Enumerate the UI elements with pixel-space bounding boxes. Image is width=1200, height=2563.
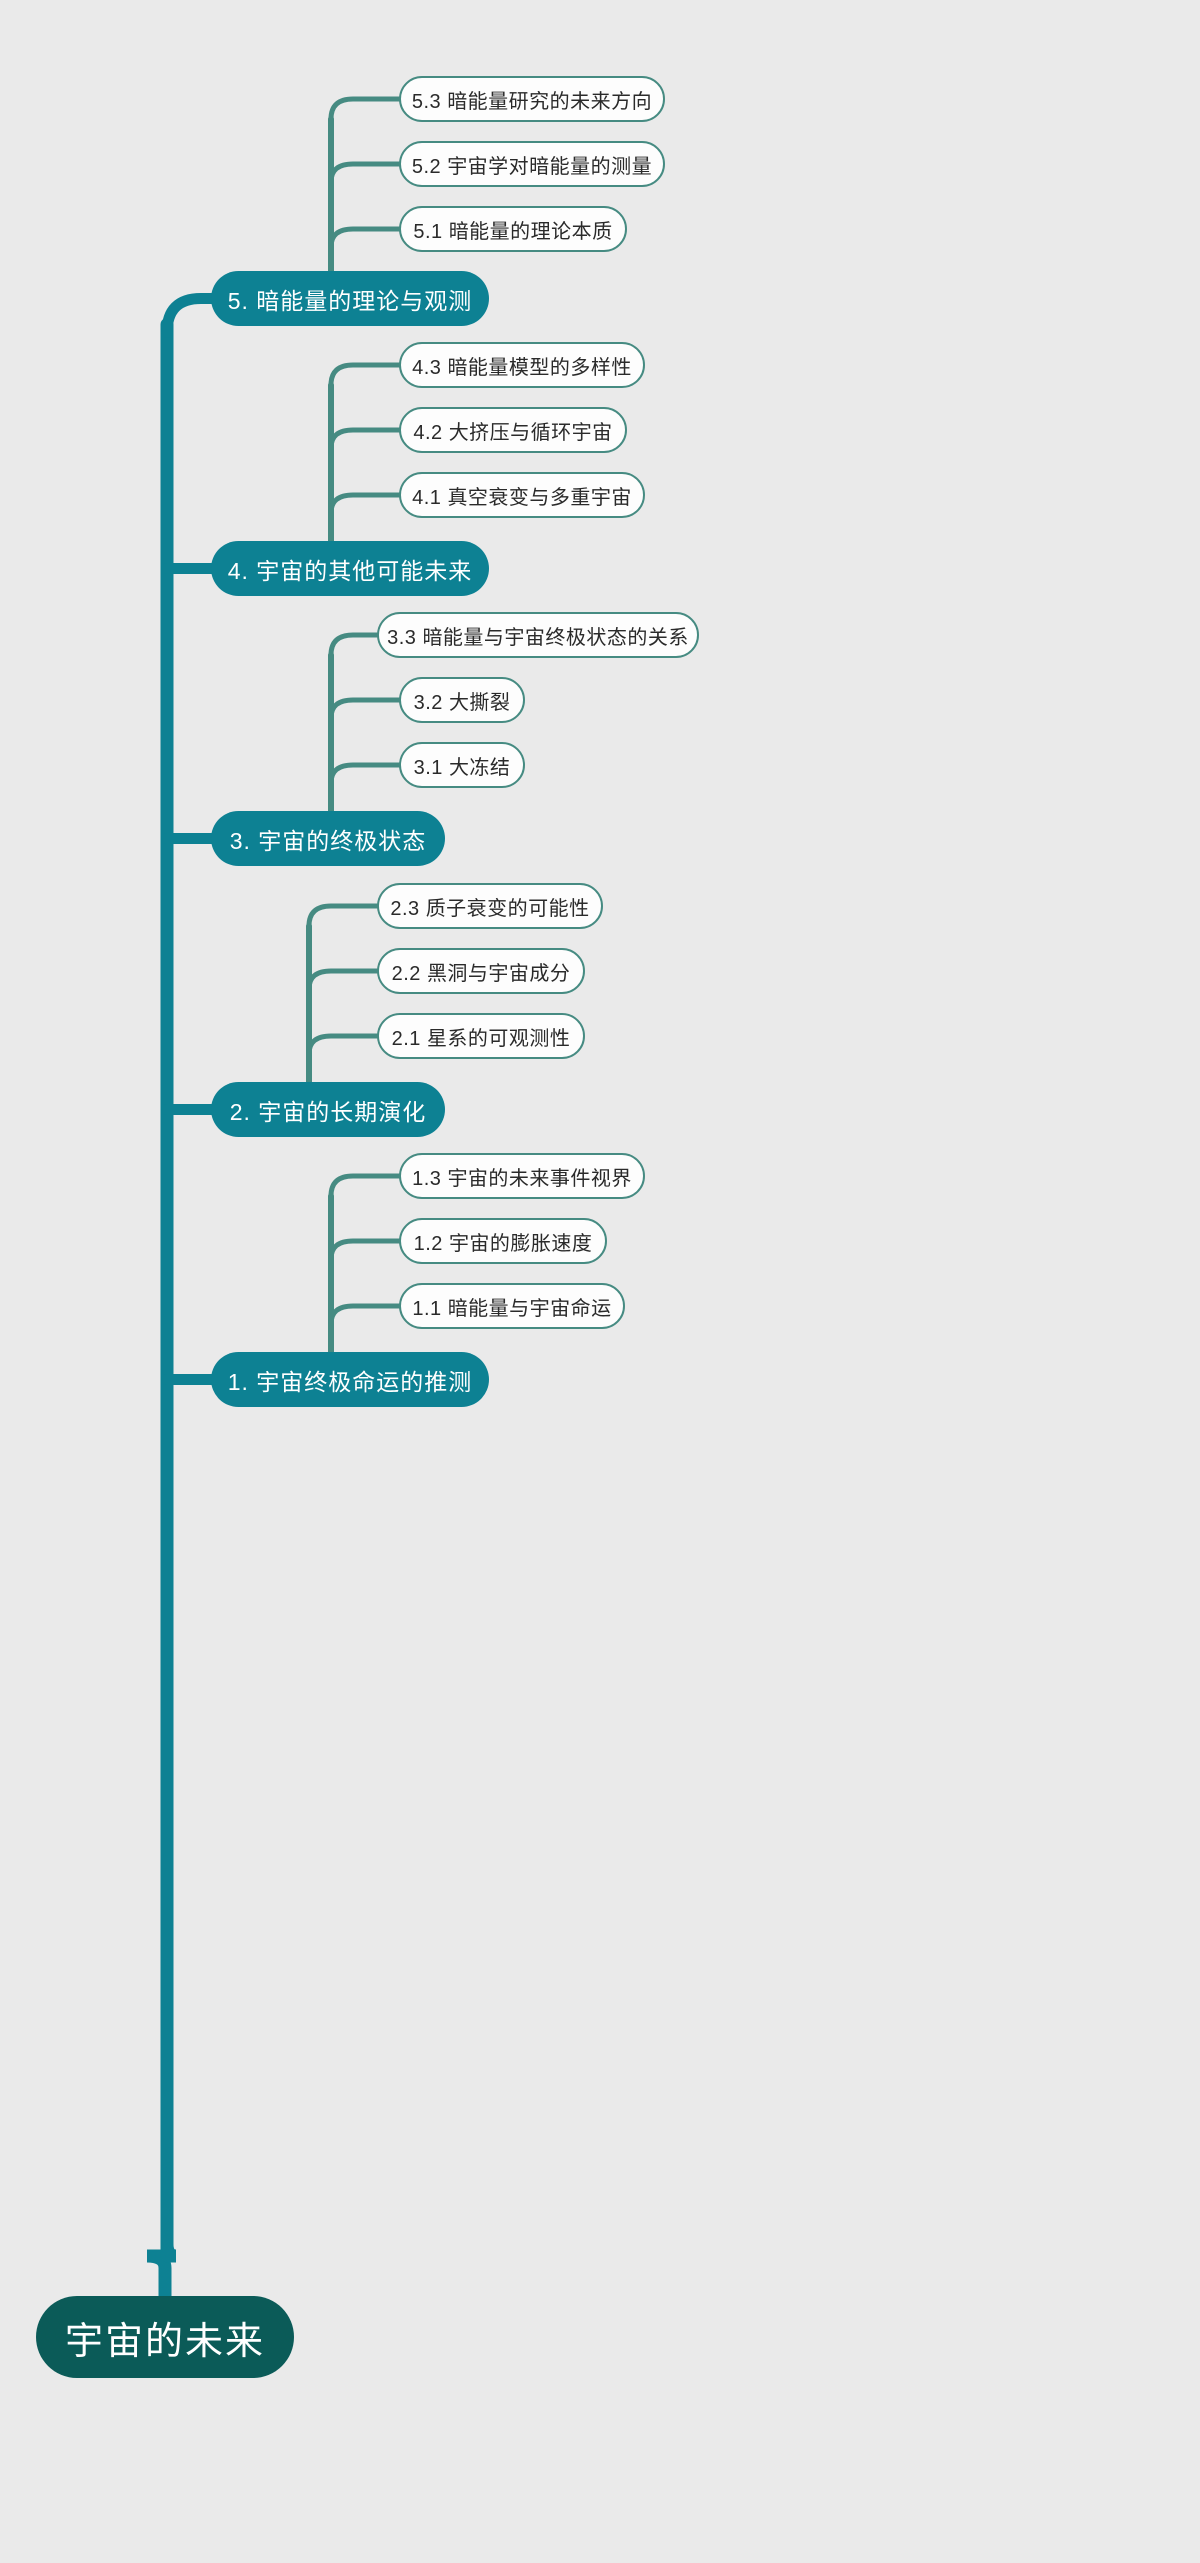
leaf-node-2-1-label: 4.1 真空衰变与多重宇宙 — [412, 486, 632, 509]
leaf-node-1-3[interactable]: 5.3 暗能量研究的未来方向 — [399, 76, 665, 122]
leaf-node-5-1-label: 1.1 暗能量与宇宙命运 — [412, 1297, 612, 1320]
leaf-node-1-2[interactable]: 5.2 宇宙学对暗能量的测量 — [399, 141, 665, 187]
leaf-node-1-2-label: 5.2 宇宙学对暗能量的测量 — [411, 155, 653, 178]
leaf-node-3-2[interactable]: 3.2 大撕裂 — [399, 677, 525, 723]
leaf-node-1-3-label: 5.3 暗能量研究的未来方向 — [411, 90, 653, 113]
branch-node-2[interactable]: 4. 宇宙的其他可能未来 — [211, 541, 489, 596]
leaf-node-5-1[interactable]: 1.1 暗能量与宇宙命运 — [399, 1283, 625, 1329]
branch-node-4-label: 2. 宇宙的长期演化 — [229, 1098, 427, 1125]
leaf-node-3-1[interactable]: 3.1 大冻结 — [399, 742, 525, 788]
branch-node-5-label: 1. 宇宙终极命运的推测 — [227, 1368, 473, 1395]
leaf-node-3-1-label: 3.1 大冻结 — [413, 756, 511, 779]
leaf-node-4-2-label: 2.2 黑洞与宇宙成分 — [391, 962, 571, 985]
branch-node-4[interactable]: 2. 宇宙的长期演化 — [211, 1082, 445, 1137]
leaf-node-1-1[interactable]: 5.1 暗能量的理论本质 — [399, 206, 627, 252]
leaf-node-4-1[interactable]: 2.1 星系的可观测性 — [377, 1013, 585, 1059]
root-node[interactable]: 宇宙的未来 — [36, 2296, 294, 2378]
branch-node-1[interactable]: 5. 暗能量的理论与观测 — [211, 271, 489, 326]
leaf-node-2-1[interactable]: 4.1 真空衰变与多重宇宙 — [399, 472, 645, 518]
leaf-node-2-2-label: 4.2 大挤压与循环宇宙 — [413, 421, 613, 444]
leaf-node-2-3[interactable]: 4.3 暗能量模型的多样性 — [399, 342, 645, 388]
leaf-node-4-3[interactable]: 2.3 质子衰变的可能性 — [377, 883, 603, 929]
leaf-node-3-3-label: 3.3 暗能量与宇宙终极状态的关系 — [387, 626, 689, 649]
leaf-node-4-1-label: 2.1 星系的可观测性 — [391, 1027, 571, 1050]
branch-node-2-label: 4. 宇宙的其他可能未来 — [227, 557, 473, 584]
leaf-node-4-2[interactable]: 2.2 黑洞与宇宙成分 — [377, 948, 585, 994]
leaf-node-1-1-label: 5.1 暗能量的理论本质 — [413, 220, 613, 243]
leaf-node-3-3[interactable]: 3.3 暗能量与宇宙终极状态的关系 — [377, 612, 699, 658]
leaf-node-2-2[interactable]: 4.2 大挤压与循环宇宙 — [399, 407, 627, 453]
leaf-node-3-2-label: 3.2 大撕裂 — [413, 691, 511, 714]
leaf-node-5-2-label: 1.2 宇宙的膨胀速度 — [413, 1232, 593, 1255]
branch-node-1-label: 5. 暗能量的理论与观测 — [227, 287, 473, 314]
branch-node-3-label: 3. 宇宙的终极状态 — [229, 827, 427, 854]
root-node-label: 宇宙的未来 — [65, 2320, 266, 2363]
leaf-node-4-3-label: 2.3 质子衰变的可能性 — [390, 897, 590, 920]
branch-node-5[interactable]: 1. 宇宙终极命运的推测 — [211, 1352, 489, 1407]
leaf-node-5-2[interactable]: 1.2 宇宙的膨胀速度 — [399, 1218, 607, 1264]
branch-node-3[interactable]: 3. 宇宙的终极状态 — [211, 811, 445, 866]
leaf-node-5-3[interactable]: 1.3 宇宙的未来事件视界 — [399, 1153, 645, 1199]
leaf-node-2-3-label: 4.3 暗能量模型的多样性 — [412, 356, 632, 379]
leaf-node-5-3-label: 1.3 宇宙的未来事件视界 — [412, 1167, 632, 1190]
